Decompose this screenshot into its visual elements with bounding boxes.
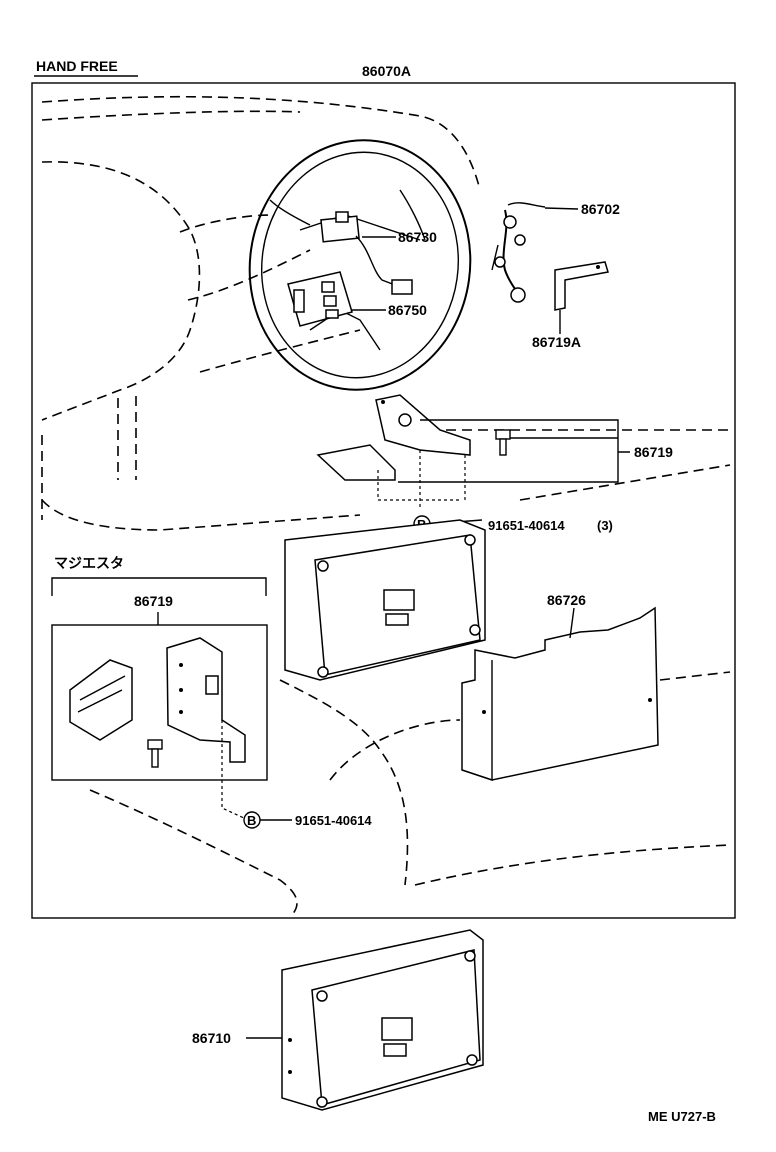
part-86702-leader: [544, 207, 579, 210]
inset-bracket-left-graphic: [69, 659, 133, 741]
dashboard-outline: [41, 95, 731, 916]
assembly-number: 86070A: [362, 63, 411, 79]
part-86730-label: 86730: [398, 229, 437, 245]
part-86719-bracket-graphic: [316, 394, 471, 481]
part-86750-graphic: [287, 271, 353, 327]
inset-variant-label: マジエスタ: [54, 555, 124, 571]
part-86726-leader: [569, 607, 575, 639]
part-86719A-graphic: [554, 261, 609, 311]
inset-bracket-line: [51, 577, 267, 596]
part-86719-main-label: 86719: [634, 444, 673, 460]
part-86730-graphic: [320, 211, 413, 295]
part-86750-label: 86750: [388, 302, 427, 318]
part-86702-label: 86702: [581, 201, 620, 217]
ecu-86710-graphic: [281, 929, 484, 1111]
main-frame: [31, 82, 736, 919]
diagram-code: ME U727-B: [648, 1109, 716, 1124]
part-86719A-label: 86719A: [532, 334, 581, 350]
part-86702-graphic: [491, 202, 546, 303]
inset-bracket-right-graphic: [166, 637, 246, 763]
inset-projection-line: [221, 720, 245, 819]
part-86719-leader-box: [398, 419, 630, 483]
part-91651-inset-label: 91651-40614: [295, 813, 372, 828]
part-86726-graphic: [461, 606, 659, 781]
svg-text:B: B: [247, 813, 256, 828]
part-86726-label: 86726: [547, 592, 586, 608]
inset-bolt-icon: [147, 739, 163, 768]
part-86719-inset-label: 86719: [134, 593, 173, 609]
part-91651-main-qty: (3): [597, 518, 613, 533]
section-title: HAND FREE: [36, 58, 118, 74]
inset-frame: [51, 624, 268, 781]
b-marker-inset: B: [243, 811, 261, 829]
part-86710-label: 86710: [192, 1030, 231, 1046]
steering-wheel: [248, 139, 472, 391]
ecu-box-main: [284, 519, 486, 681]
part-91651-main-label: 91651-40614: [488, 518, 565, 533]
projection-lines: [377, 450, 466, 510]
bolt-icon: [495, 429, 511, 456]
